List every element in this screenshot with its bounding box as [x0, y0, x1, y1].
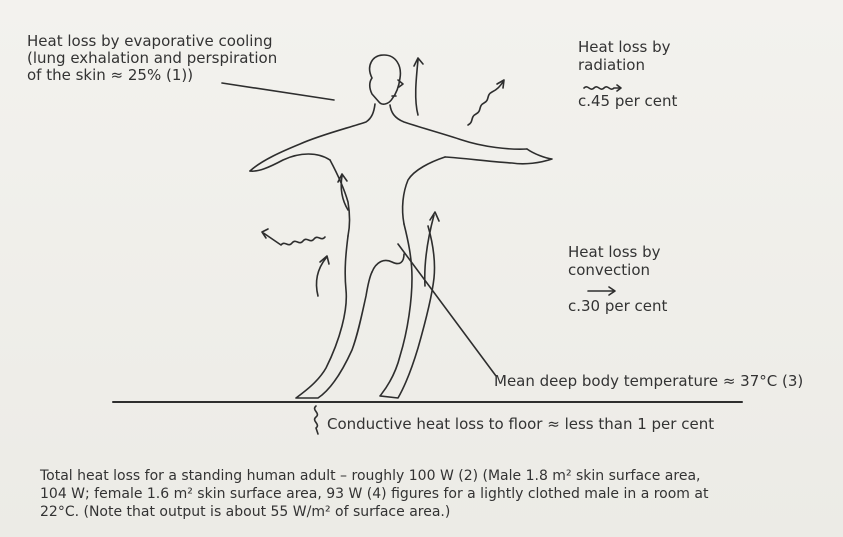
convection-label: Heat loss by convection (⟶) c.30 per cen… — [568, 243, 667, 315]
footnote-line-3: 22°C. (Note that output is about 55 W/m²… — [40, 503, 830, 521]
evaporative-pointer-line — [222, 83, 334, 100]
convection-symbol: (⟶) — [568, 279, 667, 297]
evaporative-line-3: of the skin ≈ 25% (1)) — [27, 67, 277, 84]
deep-body-temperature-label: Mean deep body temperature ≈ 37°C (3) — [494, 372, 803, 390]
radiation-percent: c.45 per cent — [578, 92, 677, 110]
deep-body-pointer-line — [398, 244, 496, 376]
radiation-symbol: (〰→) — [578, 74, 677, 92]
radiation-line-1: Heat loss by — [578, 38, 677, 56]
evaporative-line-1: Heat loss by evaporative cooling — [27, 33, 277, 50]
convection-arrow-icon — [316, 58, 439, 296]
evaporative-line-2: (lung exhalation and perspiration — [27, 50, 277, 67]
radiation-label: Heat loss by radiation (〰→) c.45 per cen… — [578, 38, 677, 110]
evaporative-label: Heat loss by evaporative cooling (lung e… — [27, 33, 277, 84]
convection-line-2: convection — [568, 261, 667, 279]
footnote-line-1: Total heat loss for a standing human adu… — [40, 467, 830, 485]
conduction-label: Conductive heat loss to floor ≈ less tha… — [327, 415, 714, 433]
human-figure — [250, 55, 552, 398]
conduction-squiggle-icon — [315, 406, 318, 434]
footnote-line-2: 104 W; female 1.6 m² skin surface area, … — [40, 485, 830, 503]
convection-line-1: Heat loss by — [568, 243, 667, 261]
radiation-line-2: radiation — [578, 56, 677, 74]
footnote: Total heat loss for a standing human adu… — [40, 467, 830, 521]
convection-percent: c.30 per cent — [568, 297, 667, 315]
